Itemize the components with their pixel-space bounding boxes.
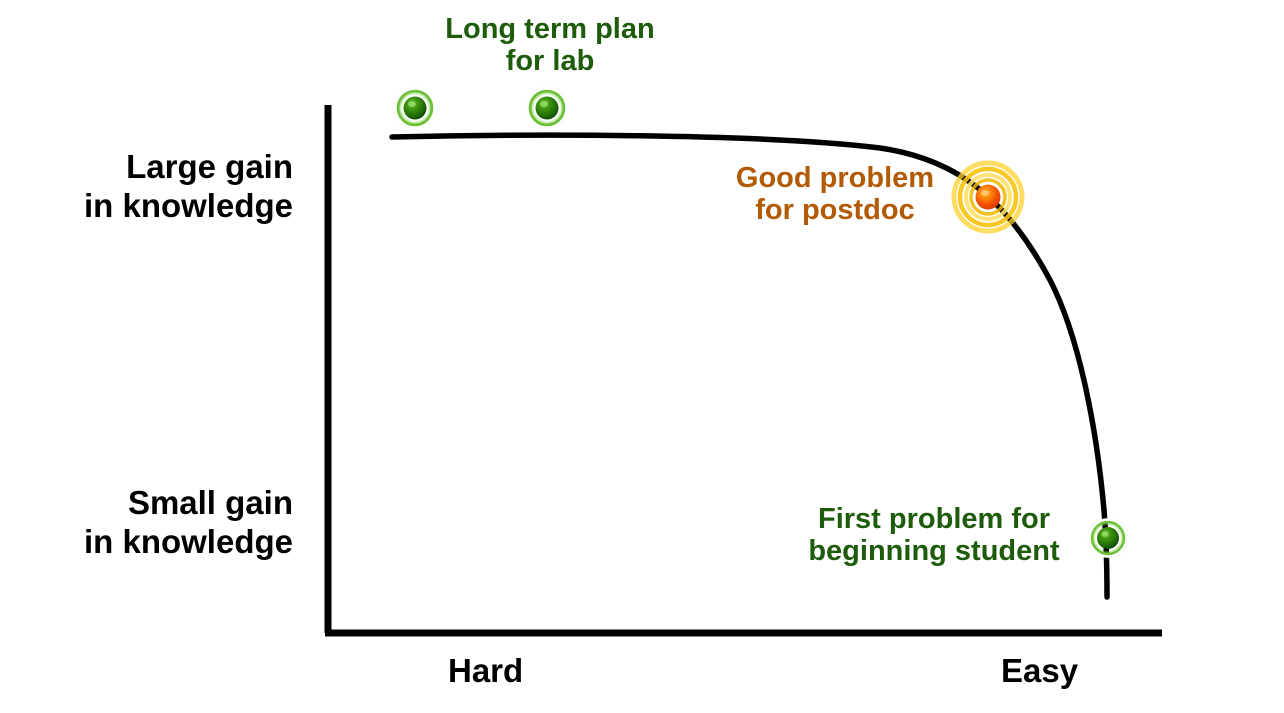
y-axis-label-small-gain-line2: in knowledge	[83, 522, 293, 560]
annotation-good-problem-line1: Good problem	[735, 162, 935, 194]
x-axis-label-hard: Hard	[448, 652, 524, 689]
annotation-long-term-plan: Long term plan for lab	[437, 13, 663, 78]
x-axis-label-easy: Easy	[1001, 652, 1079, 689]
y-axis-label-small-gain-line1: Small gain	[127, 484, 293, 521]
annotation-good-problem-postdoc: Good problem for postdoc	[728, 162, 942, 227]
marker-long-term-plan-2[interactable]	[525, 86, 569, 130]
y-axis-label-large-gain-line2: in knowledge	[83, 186, 293, 224]
y-axis-label-small-gain: Small gain in knowledge	[84, 484, 293, 562]
annotation-first-problem-student: First problem for beginning student	[798, 503, 1070, 568]
annotation-first-problem-line1: First problem for	[817, 503, 1050, 535]
annotation-first-problem-line2: beginning student	[808, 535, 1060, 568]
annotation-long-term-plan-line1: Long term plan	[445, 13, 655, 45]
marker-long-term-plan-1[interactable]	[393, 86, 437, 130]
y-axis-label-large-gain: Large gain in knowledge	[84, 148, 293, 226]
annotation-long-term-plan-line2: for lab	[505, 45, 595, 78]
y-axis-label-large-gain-line1: Large gain	[126, 148, 293, 185]
marker-good-problem-postdoc[interactable]	[951, 160, 1025, 234]
axes	[324, 105, 1162, 637]
annotation-good-problem-line2: for postdoc	[755, 194, 915, 227]
marker-first-problem-student[interactable]	[1087, 517, 1129, 559]
